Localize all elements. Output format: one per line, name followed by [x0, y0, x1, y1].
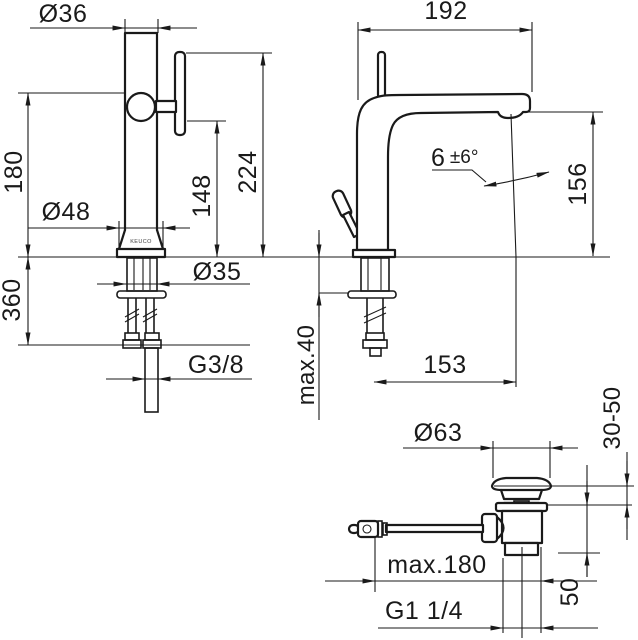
front-supply-hoses	[122, 298, 162, 413]
front-handle-bar	[173, 50, 187, 137]
drain-flange-dome	[490, 476, 553, 492]
drain-clamp-flange	[494, 501, 549, 513]
side-supply-hose	[362, 298, 388, 357]
dim-spout-projection: 192	[424, 0, 467, 25]
water-stream-line	[510, 113, 517, 387]
dim-outlet-height: 156	[564, 162, 592, 205]
dim-waste-thread: G1 1/4	[385, 597, 463, 625]
dim-tailpiece-length: 50	[556, 578, 584, 607]
dim-hose-length: 360	[0, 278, 26, 321]
dim-spout-diameter: Ø36	[39, 0, 88, 28]
dim-base-height: 180	[0, 150, 28, 193]
faucet-front-view: KEUCO	[115, 31, 187, 413]
angle-leader	[432, 169, 487, 183]
front-supply-pipe	[144, 347, 159, 413]
dim-outlet-reach: 153	[423, 351, 466, 379]
front-mounting-shank	[126, 257, 158, 292]
reference-lines	[18, 19, 634, 638]
brand-logo: KEUCO	[130, 239, 152, 245]
angle-arc	[483, 171, 550, 187]
faucet-side-view	[331, 50, 532, 357]
dim-pull-rod-length: max.180	[387, 551, 486, 579]
dim-drain-flange-diameter: Ø63	[414, 419, 463, 447]
dim-supply-thread: G3/8	[188, 351, 244, 379]
angle-tolerance: ±6°	[450, 147, 479, 168]
front-base-cone	[117, 228, 165, 251]
angle-value: 6	[431, 144, 445, 172]
dim-mounting-hole-diameter: Ø35	[193, 258, 242, 286]
dim-base-diameter: Ø48	[42, 198, 91, 226]
side-mounting-washer	[347, 290, 397, 299]
front-mounting-washer	[116, 290, 167, 299]
dim-handle-height: 148	[188, 174, 216, 217]
drain-pivot-housing	[480, 512, 499, 544]
dim-spray-angle: 6 ±6°	[431, 144, 478, 172]
side-spout-body	[355, 92, 532, 252]
drain-neck	[499, 488, 544, 505]
drain-valve-body	[500, 509, 544, 545]
drain-pivot-ball	[495, 515, 505, 541]
front-handle-link	[154, 99, 178, 114]
front-base-plinth	[115, 247, 167, 259]
basin-lines	[547, 485, 634, 554]
side-base-flange	[351, 248, 397, 259]
drain-pull-rod	[384, 523, 485, 534]
dim-deck-thickness: max.40	[293, 325, 320, 406]
dim-basin-thickness-range: 30-50	[599, 387, 626, 450]
drain-assembly-view	[347, 476, 553, 557]
drain-rod-knob	[347, 519, 388, 539]
dim-total-height: 224	[234, 150, 262, 193]
front-riser-body	[123, 31, 159, 232]
front-handle-pivot	[125, 91, 157, 123]
side-mounting-shank	[360, 257, 390, 292]
dimension-lines	[25, 25, 630, 631]
side-handle-pin	[376, 50, 387, 100]
dimension-labels: Ø36 180 Ø48 148 224 Ø35 360 G3/8 192 6 ±…	[0, 0, 626, 625]
